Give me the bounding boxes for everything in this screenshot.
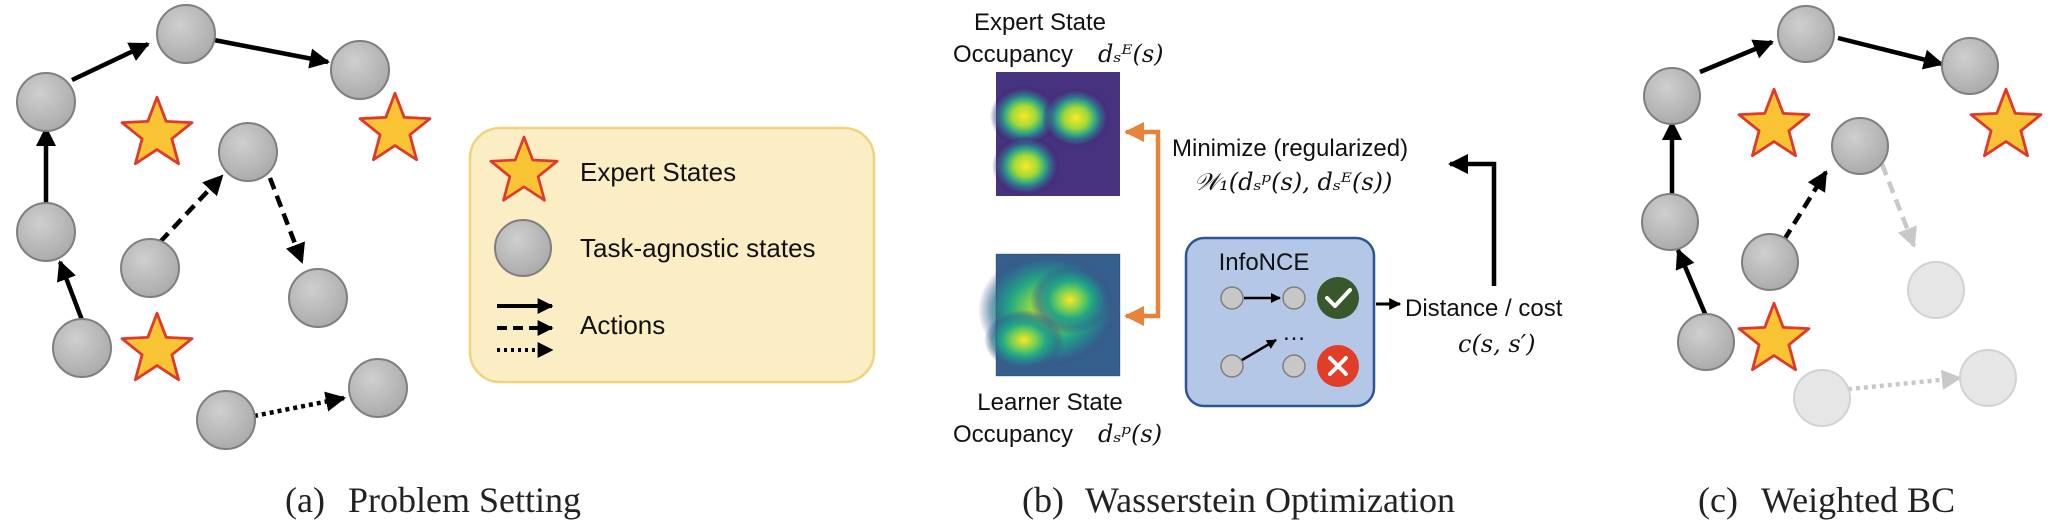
- state-node: [330, 40, 390, 100]
- heatmap-learner: [978, 252, 1121, 377]
- legend-task-agnostic-states: Task-agnostic states: [580, 233, 816, 263]
- learner-occupancy-line2: Occupancy: [953, 421, 1073, 448]
- cost-math: c(s, s′): [1458, 330, 1536, 358]
- learner-occupancy-line1: Learner State: [977, 389, 1122, 416]
- state-node-faded: [1959, 349, 2017, 407]
- star-icon: [358, 91, 432, 162]
- star-icon: [1737, 87, 1811, 158]
- legend-actions-icon: [497, 298, 554, 358]
- learner-occupancy-math: dₛᵖ(s): [1098, 420, 1162, 448]
- state-node: [156, 4, 216, 64]
- state-node: [348, 358, 408, 418]
- state-node: [52, 318, 112, 378]
- state-node: [16, 202, 76, 262]
- star-icon: [1969, 87, 2043, 158]
- infonce-title: InfoNCE: [1219, 249, 1310, 276]
- caption-b: Wasserstein Optimization: [1085, 480, 1455, 520]
- panel-a: Expert States Task-agnostic states Actio…: [16, 4, 876, 520]
- check-icon: [1317, 277, 1359, 319]
- state-node: [120, 238, 180, 298]
- star-icon: [120, 95, 194, 166]
- expert-occupancy-line1: Expert State: [974, 9, 1106, 36]
- objective-line2: 𝒲₁(dₛᵖ(s), dₛᴱ(s)): [1194, 168, 1392, 196]
- caption-a-label: (a): [285, 480, 325, 520]
- state-node: [1741, 233, 1799, 291]
- expert-occupancy-math: dₛᴱ(s): [1098, 40, 1164, 68]
- state-node: [1643, 67, 1701, 125]
- caption-c-label: (c): [1698, 480, 1738, 520]
- state-node: [1831, 117, 1889, 175]
- caption-c: Weighted BC: [1761, 480, 1955, 520]
- cross-icon: [1317, 345, 1359, 387]
- infonce-ellipsis: …: [1282, 319, 1306, 346]
- caption-b-label: (b): [1022, 480, 1064, 520]
- state-node: [1777, 5, 1835, 63]
- state-node: [1677, 313, 1735, 371]
- state-node: [288, 268, 348, 328]
- star-icon: [120, 311, 194, 382]
- state-node: [16, 72, 76, 132]
- caption-a: Problem Setting: [348, 480, 581, 520]
- star-icon: [1737, 301, 1811, 372]
- panel-c: (c) Weighted BC: [1641, 5, 2043, 520]
- state-node: [1641, 193, 1699, 251]
- legend-box: [468, 126, 876, 384]
- legend-expert-states: Expert States: [580, 157, 736, 187]
- panel-b: Expert State Occupancy dₛᴱ(s) Learner St…: [953, 9, 1563, 520]
- legend-state-icon: [494, 219, 552, 277]
- state-node-faded: [1793, 369, 1851, 427]
- heatmap-expert: [990, 72, 1120, 196]
- orange-bracket-arrow: [1123, 121, 1161, 327]
- state-node: [196, 390, 256, 450]
- state-node: [1941, 37, 1999, 95]
- state-node: [218, 122, 278, 182]
- distance-cost-label: Distance / cost: [1405, 295, 1563, 322]
- expert-occupancy-line2: Occupancy: [953, 41, 1073, 68]
- state-node-faded: [1907, 261, 1965, 319]
- objective-line1: Minimize (regularized): [1172, 135, 1408, 162]
- cost-to-objective-arrow: [1447, 153, 1497, 286]
- legend-actions: Actions: [580, 310, 665, 340]
